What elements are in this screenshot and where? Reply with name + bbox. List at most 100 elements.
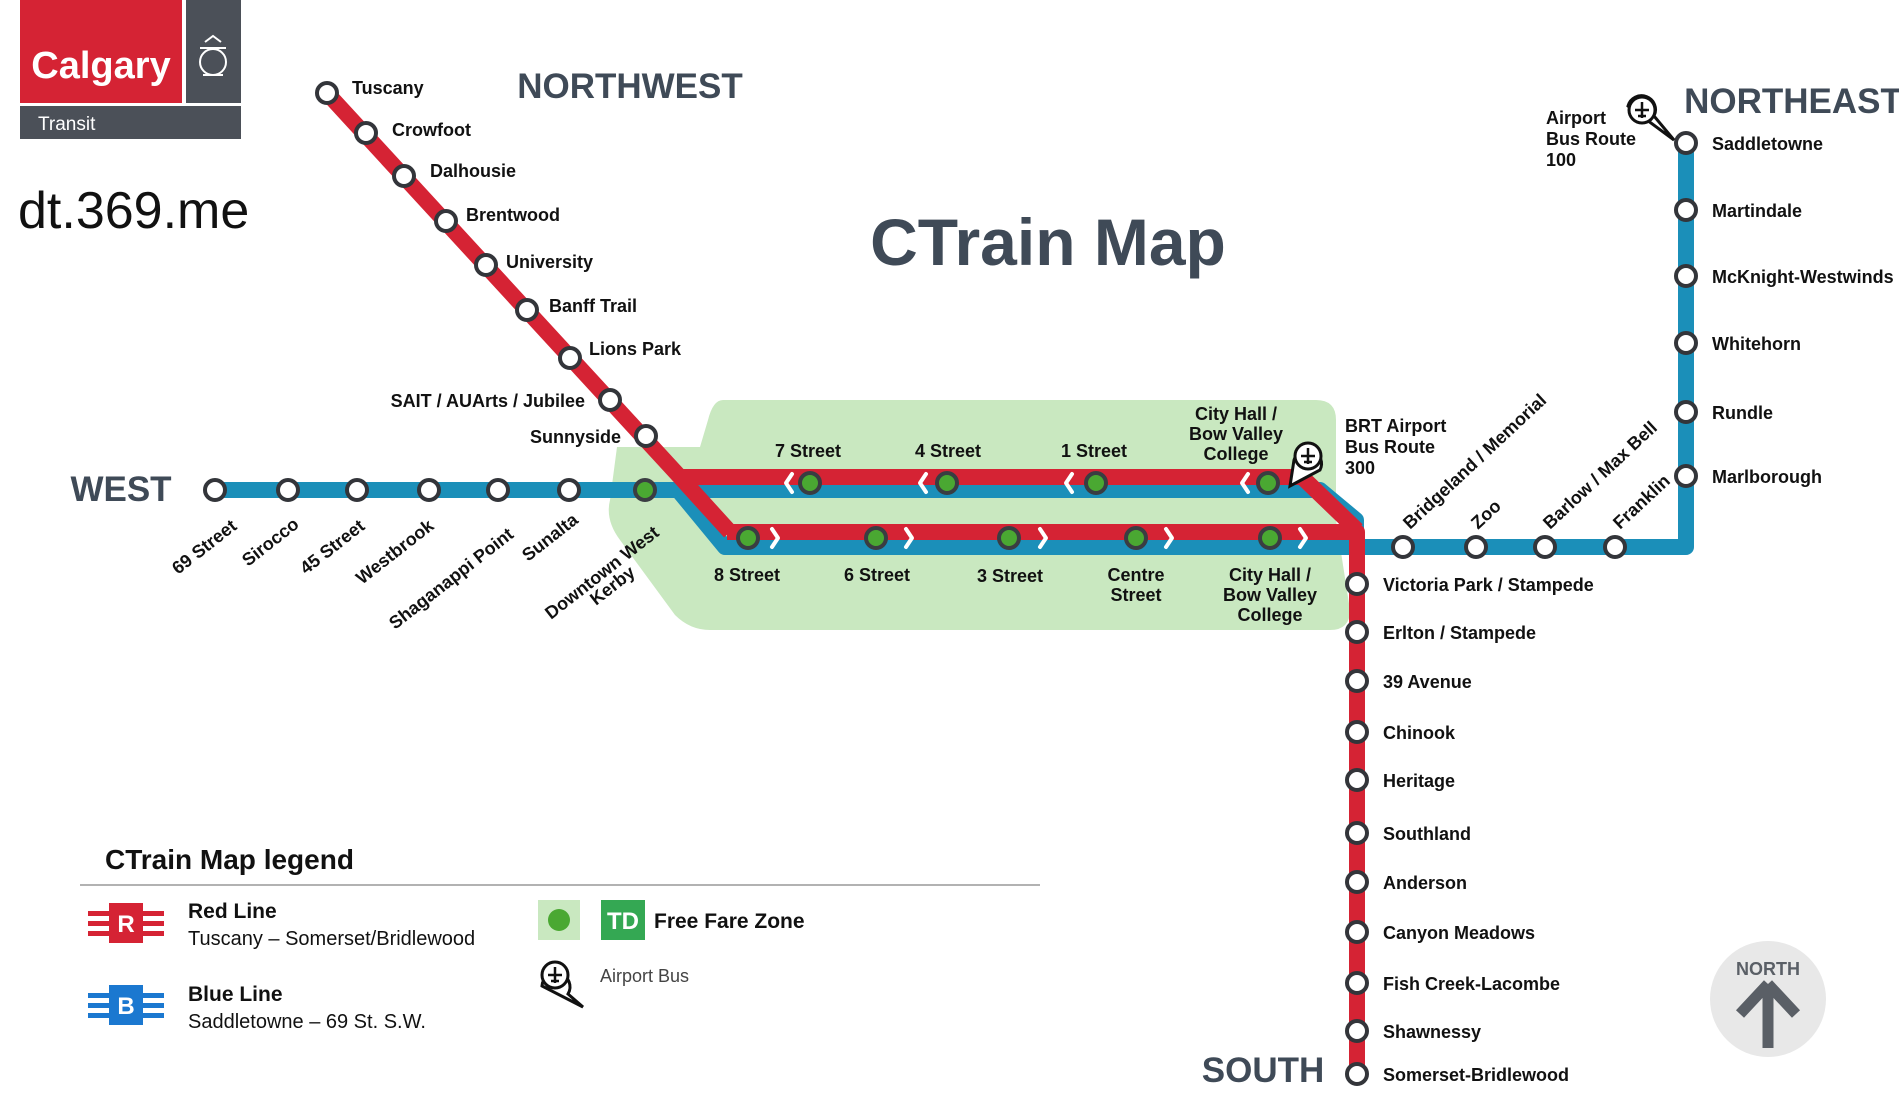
- station-label: Southland: [1383, 824, 1471, 844]
- airport-bus-icon[interactable]: [1626, 94, 1676, 142]
- station-marlborough[interactable]: [1674, 464, 1698, 488]
- legend-airport-bus: Airport Bus: [600, 966, 689, 986]
- station-label: McKnight-Westwinds: [1712, 267, 1894, 287]
- station-label: Whitehorn: [1712, 334, 1801, 354]
- station-downtown-west-kerby[interactable]: [633, 478, 657, 502]
- station-tuscany[interactable]: [315, 81, 339, 105]
- station-dalhousie[interactable]: [392, 164, 416, 188]
- downtown-lower-stations: 8 Street 6 Street 3 Street Centre Street…: [714, 526, 1317, 625]
- station-label: Shawnessy: [1383, 1022, 1481, 1042]
- station-banff-trail[interactable]: [515, 298, 539, 322]
- airport-bus-100-label: Airport: [1546, 108, 1606, 128]
- station-label: Dalhousie: [430, 161, 516, 181]
- station-label: Martindale: [1712, 201, 1802, 221]
- station-centre-street[interactable]: [1124, 526, 1148, 550]
- northeast-stations: Saddletowne Martindale McKnight-Westwind…: [1674, 131, 1894, 488]
- station-rundle[interactable]: [1674, 400, 1698, 424]
- station-label: Sunnyside: [530, 427, 621, 447]
- station-anderson[interactable]: [1345, 870, 1369, 894]
- station-sirocco[interactable]: [276, 478, 300, 502]
- legend-blue-name: Blue Line: [188, 983, 283, 1006]
- northwest-stations: Tuscany Crowfoot Dalhousie Brentwood Uni…: [315, 78, 682, 448]
- legend-title: CTrain Map legend: [105, 844, 354, 875]
- station-label: 1 Street: [1061, 441, 1127, 461]
- station-fish-creek-lacombe[interactable]: [1345, 971, 1369, 995]
- station-label: 8 Street: [714, 565, 780, 585]
- station-7-street[interactable]: [798, 471, 822, 495]
- region-south: SOUTH: [1202, 1051, 1325, 1090]
- downtown-upper-stations: 7 Street 4 Street 1 Street City Hall / B…: [775, 404, 1283, 495]
- station-3-street[interactable]: [997, 526, 1021, 550]
- station-1-street[interactable]: [1084, 471, 1108, 495]
- station-southland[interactable]: [1345, 821, 1369, 845]
- station-westbrook[interactable]: [417, 478, 441, 502]
- station-label: College: [1203, 444, 1268, 464]
- station-crowfoot[interactable]: [354, 121, 378, 145]
- station-8-street[interactable]: [736, 526, 760, 550]
- station-shawnessy[interactable]: [1345, 1019, 1369, 1043]
- station-label: Brentwood: [466, 205, 560, 225]
- station-erlton[interactable]: [1345, 620, 1369, 644]
- airport-bus-100-label: 100: [1546, 150, 1576, 170]
- station-label: Fish Creek-Lacombe: [1383, 974, 1560, 994]
- logo-sub: Transit: [38, 114, 96, 135]
- station-franklin[interactable]: [1603, 535, 1627, 559]
- station-39-avenue[interactable]: [1345, 669, 1369, 693]
- station-martindale[interactable]: [1674, 198, 1698, 222]
- station-chinook[interactable]: [1345, 720, 1369, 744]
- brt-airport-label: 300: [1345, 458, 1375, 478]
- station-69-street[interactable]: [203, 478, 227, 502]
- station-label: Sunalta: [518, 509, 582, 565]
- station-label: Bow Valley: [1189, 424, 1283, 444]
- station-zoo[interactable]: [1464, 535, 1488, 559]
- station-sunnyside[interactable]: [634, 424, 658, 448]
- station-sait[interactable]: [598, 388, 622, 412]
- station-label: Chinook: [1383, 723, 1456, 743]
- station-label: Sirocco: [238, 514, 302, 570]
- station-saddletowne[interactable]: [1674, 131, 1698, 155]
- station-shaganappi-point[interactable]: [486, 478, 510, 502]
- station-label: Rundle: [1712, 403, 1773, 423]
- station-label: Tuscany: [352, 78, 424, 98]
- airport-bus-icon[interactable]: [1288, 441, 1323, 489]
- station-45-street[interactable]: [345, 478, 369, 502]
- station-canyon-meadows[interactable]: [1345, 920, 1369, 944]
- station-label: Zoo: [1467, 496, 1505, 533]
- station-city-hall-upper[interactable]: [1256, 471, 1280, 495]
- station-victoria-park[interactable]: [1345, 572, 1369, 596]
- station-bridgeland[interactable]: [1391, 535, 1415, 559]
- station-brentwood[interactable]: [434, 209, 458, 233]
- station-label: 69 Street: [168, 516, 240, 579]
- city-crest-icon: [199, 34, 227, 76]
- station-4-street[interactable]: [935, 471, 959, 495]
- south-stations: Victoria Park / Stampede Erlton / Stampe…: [1345, 572, 1594, 1086]
- region-west: WEST: [70, 470, 171, 509]
- station-whitehorn[interactable]: [1674, 331, 1698, 355]
- brt-airport-label: BRT Airport: [1345, 416, 1446, 436]
- station-heritage[interactable]: [1345, 768, 1369, 792]
- legend-free-fare: Free Fare Zone: [654, 910, 805, 933]
- svg-text:TD: TD: [607, 908, 639, 935]
- station-sunalta[interactable]: [557, 478, 581, 502]
- north-arrow-icon: NORTH: [1710, 941, 1826, 1057]
- station-lions-park[interactable]: [558, 346, 582, 370]
- station-label: SAIT / AUArts / Jubilee: [391, 391, 585, 411]
- station-label: 3 Street: [977, 566, 1043, 586]
- station-city-hall-lower[interactable]: [1258, 526, 1282, 550]
- station-somerset-bridlewood[interactable]: [1345, 1062, 1369, 1086]
- station-barlow[interactable]: [1533, 535, 1557, 559]
- red-line-badge: R: [88, 903, 164, 943]
- free-station-swatch: [548, 909, 570, 931]
- station-university[interactable]: [474, 253, 498, 277]
- airport-bus-100-label: Bus Route: [1546, 129, 1636, 149]
- calgary-transit-logo[interactable]: Calgary Transit: [20, 0, 241, 139]
- station-label: Centre: [1107, 565, 1164, 585]
- region-northwest: NORTHWEST: [517, 67, 743, 106]
- website-label: dt.369.me: [18, 182, 249, 240]
- region-northeast: NORTHEAST: [1684, 82, 1899, 121]
- station-6-street[interactable]: [864, 526, 888, 550]
- brt-airport-label: Bus Route: [1345, 437, 1435, 457]
- station-label: Saddletowne: [1712, 134, 1823, 154]
- station-mcknight-westwinds[interactable]: [1674, 264, 1698, 288]
- station-label: 6 Street: [844, 565, 910, 585]
